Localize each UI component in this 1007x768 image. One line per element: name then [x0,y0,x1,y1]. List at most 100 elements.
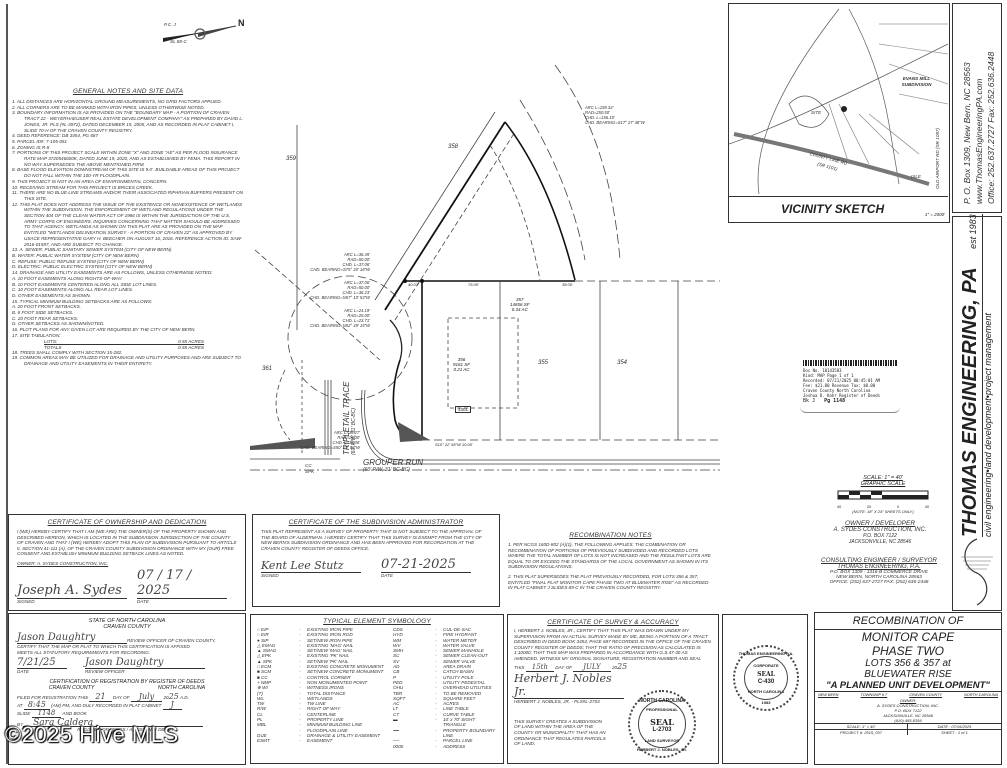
firm-logo-icon [961,538,993,606]
general-notes-list-after: 18. TREES SHALL COMPLY WITH SECTION 15-2… [12,350,244,367]
symbol-code: □ ECM [257,664,272,670]
symbol-description: SET/NEW CONCRETE MONUMENT [307,669,384,675]
symbol-code: R/W [257,706,266,712]
symbology-row: △ EMAG-EXISTING 'MAG' NAIL [257,643,387,648]
distance-3: 38.00' [562,282,573,287]
symbology-row: ⊕ WI-WITNESS IRONS [257,685,387,690]
symbol-dash: - [435,727,437,733]
symbol-dash: - [435,738,437,744]
slide-label: SLIDE [17,710,31,716]
symbol-code: SMH [393,648,404,654]
filed-day: 21 [89,691,112,702]
symbology-row: P-UTILITY POLE [393,675,497,680]
book-label: AND BOOK [62,710,87,716]
note-item: D. OTHER EASEMENTS AS SHOWN. [12,292,91,298]
symbology-row: SQFT -SQUARE FEET [393,696,497,701]
filed-year-prefix: 20 [163,694,169,700]
survey-day: 15th [525,662,554,672]
date-label: DATE [381,573,393,579]
symbol-dash: - [299,695,301,701]
title-scale: SCALE: 1" = 40' [815,724,908,730]
title-owner-label: OWNER: [899,698,917,703]
symbol-description: EXISTING IRON PIPE [307,627,353,632]
curve-label-a: ARC L=36.45'RAD=50.00'CHD. L=37.06'CHD. … [290,252,370,272]
surveyor-seal: NORTH CAROLINA PROFESSIONAL SEAL L-2703 … [628,690,696,758]
symbol-dash: - [435,695,437,701]
symbol-description: CATCH BASIN [443,669,474,675]
survey-year: 25 [617,661,628,671]
symbology-row: ○ EIR-EXISTING IRON ROD [257,632,387,637]
symbol-description: EXISTING IRON ROD [307,632,353,638]
ro-line1: REVIEW OFFICER OF CRAVEN COUNTY, [127,638,216,644]
symbol-code: 0000 [393,743,404,749]
symbology-left-column: ○ EIP-EXISTING IRON PIPE○ EIR-EXISTING I… [257,627,387,749]
reg-county: CRAVEN COUNTY [48,684,95,691]
ro-signature: Jason Daughtry [17,632,127,644]
symbol-code: SQFT [393,695,406,701]
symbol-code: AD [393,664,400,670]
symbol-description: WITNESS IRONS [307,685,344,691]
symbol-dash: - [299,701,301,707]
recombination-notes: RECOMBINATION NOTES 1. PER NCGS 160D-802… [508,532,713,591]
curve-data-line: CHD. L=37.06' [342,262,370,267]
ro-state: STATE OF NORTH CAROLINA [88,618,166,624]
symbology-row: HYD-FIRE HYDRANT [393,632,497,637]
distance-2: 75.00' [468,282,479,287]
symbol-dash: - [435,679,437,685]
curve-data-line: ARC L=159.34' [585,105,614,110]
distance-1: 40.07' [408,282,419,287]
seal-mid: PROFESSIONAL [646,707,678,712]
symbology-row: PL-PROPERTY LINE [257,717,387,722]
title-block: RECOMBINATION OF MONITOR CAPE PHASE TWO … [814,612,1002,765]
bearing-bottom: S10° 22' 58"W 10.00' [435,442,473,447]
owner-addr2: JACKSONVILLE, NC 28546 [848,539,912,545]
corporate-seal: THOMAS ENGINEERING P.A. CORPORATE SEAL C… [733,645,799,711]
symbol-description: SQUARE FEET [443,695,476,701]
symbology-row: SMH-SEWER MANHOLE [393,648,497,653]
curve-data-line: CHD. BEARING=S17° 27' 48"W [585,120,645,125]
firm-brand: THOMAS ENGINEERING, PA est 1983 civil en… [952,214,1002,611]
stamp-line: Kind: MAP Page 1 of 1 [803,373,854,378]
title-line-2: MONITOR CAPE [861,630,955,644]
title-owner: OWNER: A. SYDES CONSTRUCTION, INC. P.O. … [815,698,1001,723]
firm-website[interactable]: www.ThomasEngineeringPA.com [974,78,984,204]
symbol-dash: - [435,653,437,659]
engineer-addr2: NEW BERN, NORTH CAROLINA 28563 [836,575,922,580]
symbol-description: EXISTING 'MAG' NAIL [307,642,354,648]
spk-label: SPK [305,469,315,474]
loc-state: NORTH CAROLINA [964,693,998,697]
note-item: 11. THERE ARE NO BLUE-LINE STREAMS AND/O… [12,190,243,201]
symbol-description: FLOODPLAIN LINE [307,727,348,733]
corp-seal-mid: CORPORATE [753,663,779,668]
firm-est: est 1983 [968,214,978,249]
symbol-description: EXISTING 'PK' NAIL [307,653,350,659]
symbol-dash: - [299,732,301,738]
symbol-description: 10' x 70' SIGHT TRIANGLE [443,717,476,728]
symbol-code: MBL [257,722,267,728]
symbol-description: MINIMUM BUILDING LINE [307,722,363,728]
symbol-dash: - [299,637,301,643]
seal-top: NORTH CAROLINA [639,698,685,704]
symbology-row: CDS-CUL-DE-SAC [393,627,497,632]
lot-358: 358 [448,144,459,150]
symbol-dash: - [435,632,437,638]
symbol-code: SC [393,653,400,659]
symbol-dash: - [435,658,437,664]
curve-label-d: ARC L=159.34'RAD=250.50'CHD. L=156.15'CH… [585,105,665,125]
slide-number: 1148 [31,708,62,718]
note-item: B. 8 FOOT SIDE SETBACKS. [12,310,74,316]
cert-admin: CERTIFICATE OF THE SUBDIVISION ADMINISTR… [252,514,500,607]
symbol-description: TOTAL DISTANCE [307,690,346,696]
note-item: 13. A. SEWER: PUBLIC SANITARY SEWER SYST… [12,247,172,253]
note-item: C. 20 FOOT REAR SETBACKS. [12,315,79,321]
reg-title: CERTIFICATION OF REGISTRATION BY REGISTE… [49,678,205,685]
ad-label: A.D. [179,694,189,700]
north-arrow: P.C. J SL 88-C N [158,18,248,48]
firm-address: P. O. Box 1309, New Bern, NC 28563 [962,62,972,204]
stamp-line: Recorded: 07/21/2025 08:45:01 AM [803,378,881,383]
symbol-code: WM [393,637,402,643]
stamp-line: Doc No. 10143583 [803,368,842,373]
symbol-description: TW LINE [307,701,326,707]
symbol-description: CURVE TABLE [443,711,475,717]
